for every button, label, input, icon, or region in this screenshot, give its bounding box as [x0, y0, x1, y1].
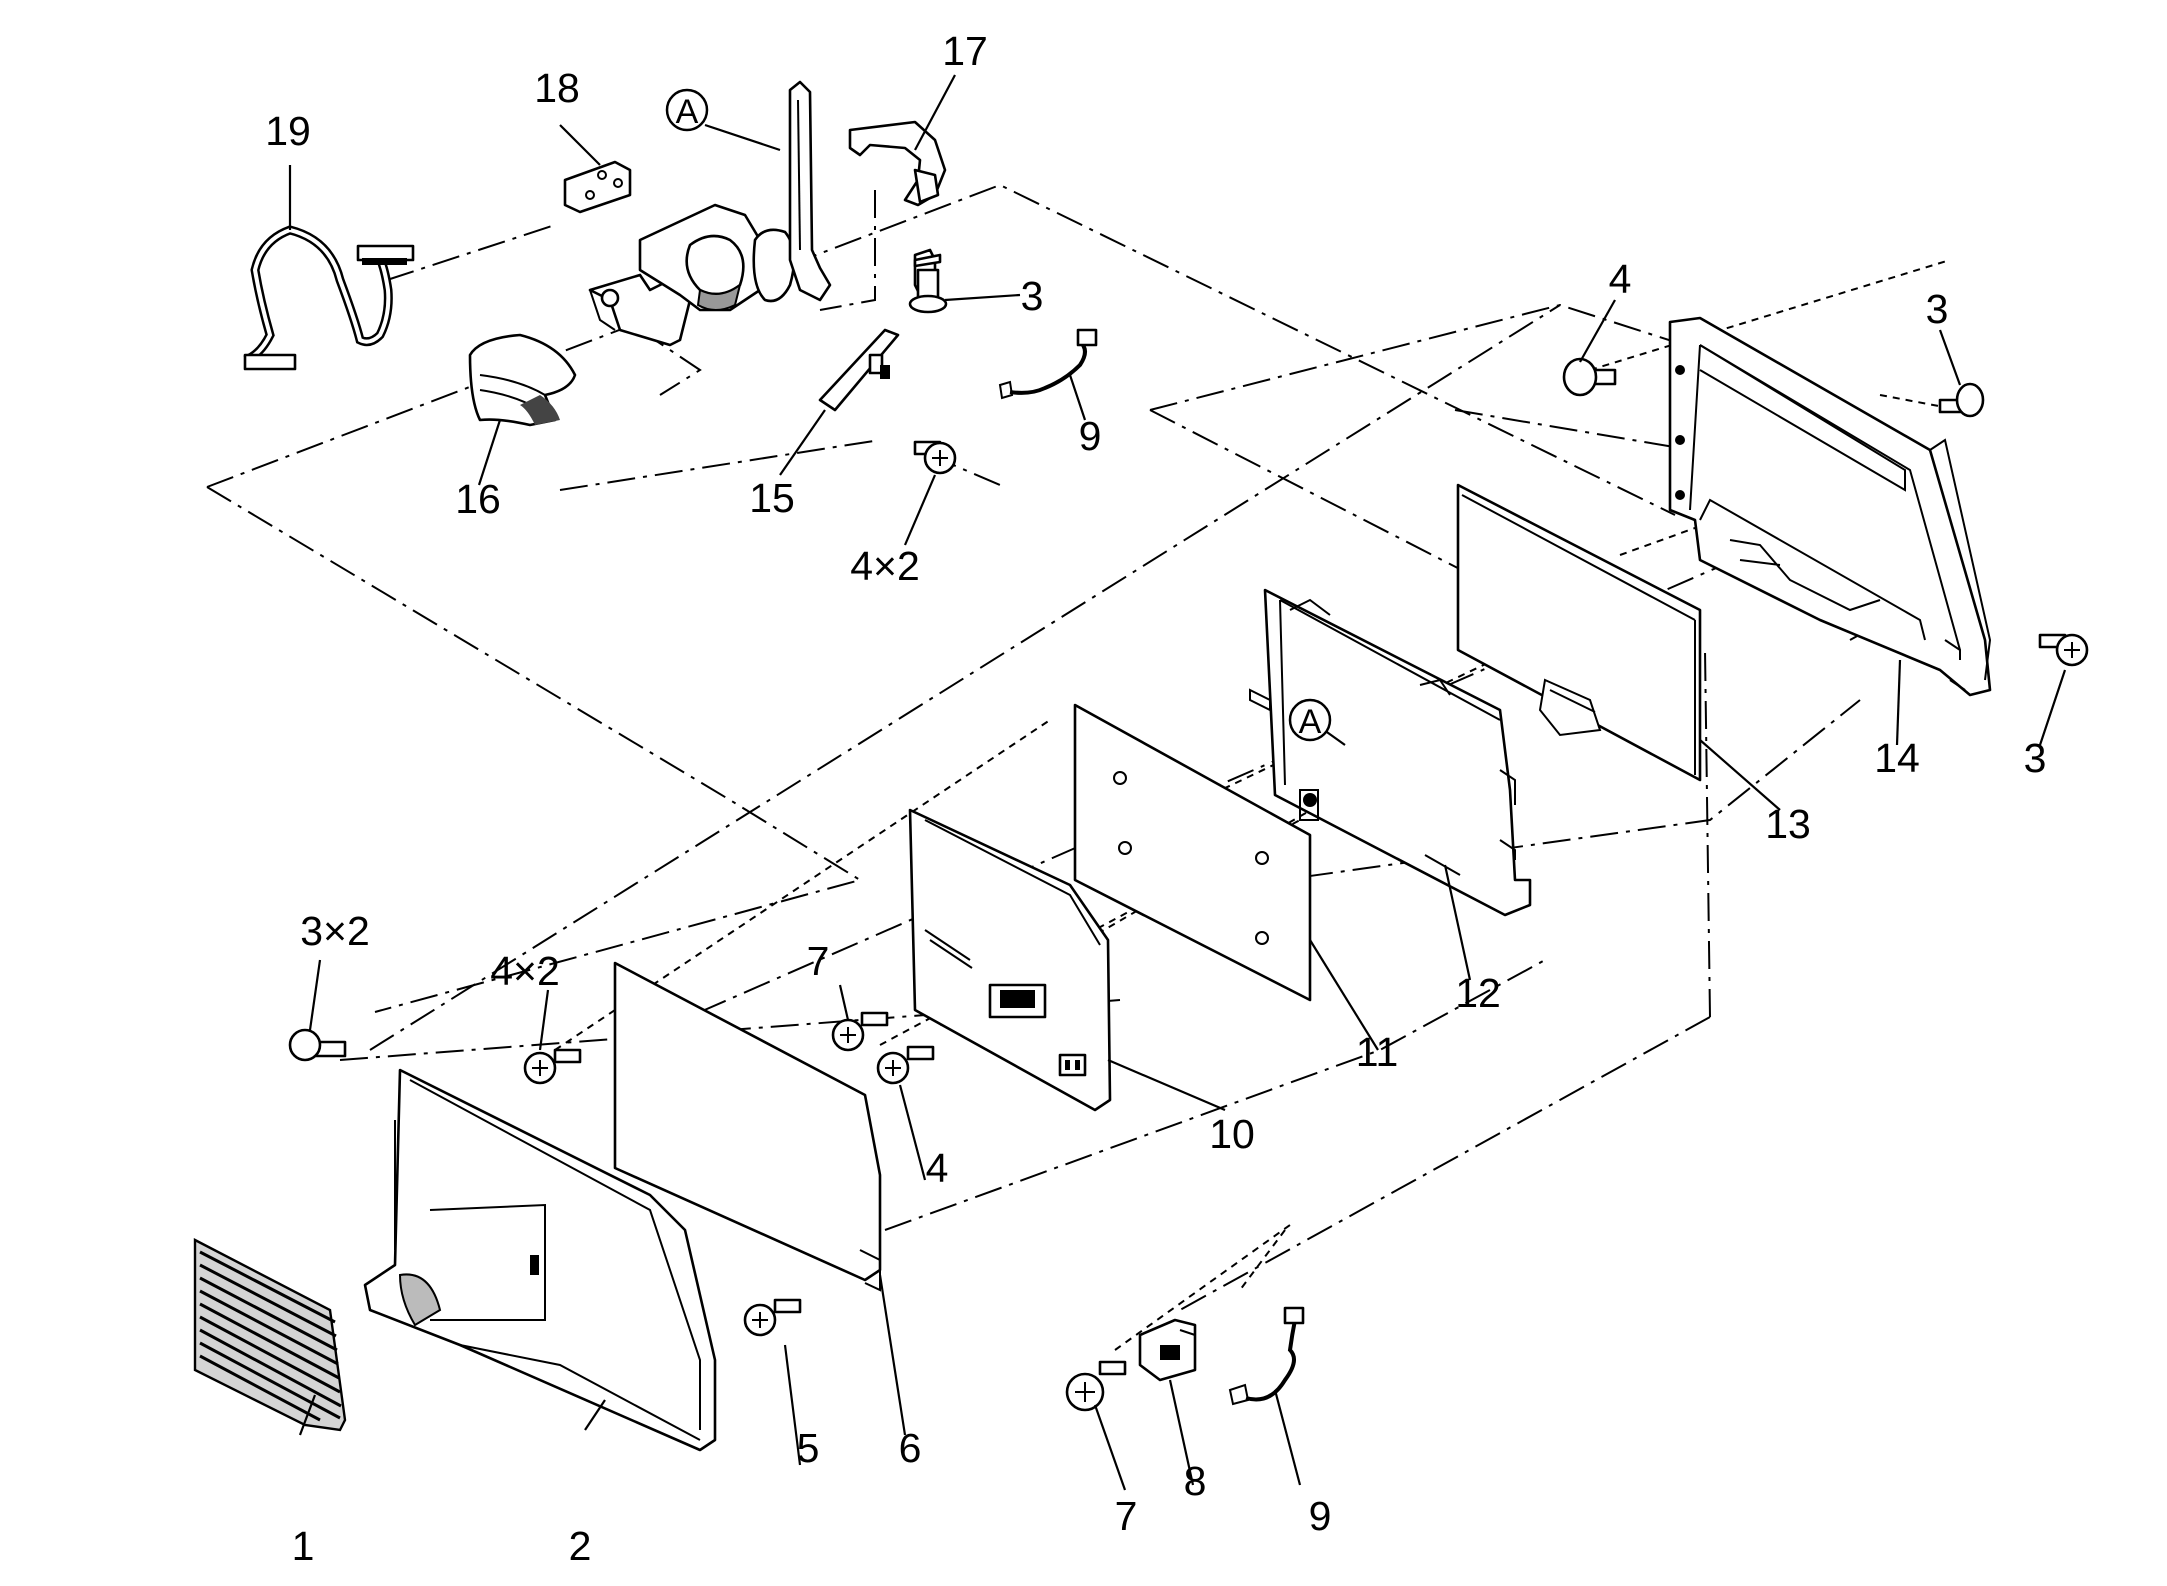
sensor-board — [1138, 1318, 1197, 1382]
screw-3-top — [908, 268, 948, 314]
callout-3-top: 3 — [1021, 273, 1044, 319]
callout-16: 16 — [455, 476, 501, 522]
callout-1: 1 — [292, 1523, 315, 1569]
screw-7-top — [831, 1011, 889, 1052]
screw-4-right — [1562, 357, 1617, 397]
lcd-panel — [1456, 483, 1702, 782]
screw-4x2-left — [523, 1048, 582, 1085]
switch-board — [818, 328, 900, 412]
callout-15: 15 — [749, 475, 795, 521]
callout-6: 6 — [899, 1425, 922, 1471]
callout-18: 18 — [534, 65, 580, 111]
callout-2: 2 — [569, 1523, 592, 1569]
screw-4-mid — [876, 1045, 935, 1085]
callout-12: 12 — [1455, 970, 1501, 1016]
callout-9-top: 9 — [1079, 413, 1102, 459]
bezel-frame — [1668, 316, 1992, 697]
screw-3-right-low — [2038, 633, 2089, 667]
callout-7-bottom: 7 — [1115, 1493, 1138, 1539]
reference-marker-a-mid: A — [1288, 698, 1332, 742]
cables — [998, 328, 1305, 1406]
callout-4-right: 4 — [1609, 256, 1632, 302]
wire-harness — [243, 225, 415, 371]
stand-assembly — [468, 80, 947, 427]
callout-5: 5 — [797, 1425, 820, 1471]
callout-8: 8 — [1184, 1458, 1207, 1504]
callout-10: 10 — [1209, 1111, 1255, 1157]
callout-3x2: 3×2 — [300, 908, 370, 954]
callout-17: 17 — [942, 28, 988, 74]
screw-7-bottom — [1065, 1360, 1127, 1412]
callout-4x2-mid: 4×2 — [850, 543, 920, 589]
callout-4x2-left: 4×2 — [490, 948, 560, 994]
reference-label: A — [1299, 703, 1322, 741]
reference-marker-a-top: A — [665, 88, 709, 132]
plate — [1073, 703, 1312, 1002]
reference-label: A — [676, 93, 699, 131]
callout-11: 11 — [1356, 1029, 1399, 1075]
callout-3-right-top: 3 — [1926, 286, 1949, 332]
screw-3-right-top — [1938, 382, 1985, 418]
callout-19: 19 — [265, 108, 311, 154]
callout-4-mid: 4 — [926, 1145, 949, 1191]
screws — [288, 268, 2089, 1412]
callouts: 1 2 7 8 9 5 6 10 11 12 13 14 3 4 3 3 9 1… — [265, 28, 2046, 1569]
screw-3x2 — [288, 1028, 347, 1062]
chassis — [1249, 588, 1532, 917]
screw-5 — [743, 1298, 802, 1337]
front-cover — [363, 1068, 717, 1452]
leader-lines — [288, 74, 2067, 1491]
main-pcb — [908, 808, 1112, 1112]
callout-3-right-low: 3 — [2024, 735, 2047, 781]
callout-13: 13 — [1765, 801, 1811, 847]
screw-4x2-mid — [913, 440, 957, 475]
grille — [193, 1238, 347, 1432]
callout-7-top: 7 — [807, 938, 830, 984]
callout-9-bottom: 9 — [1309, 1493, 1332, 1539]
callout-14: 14 — [1874, 735, 1920, 781]
